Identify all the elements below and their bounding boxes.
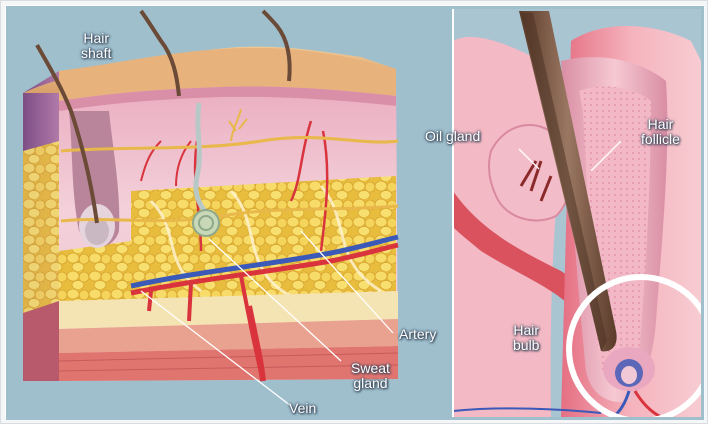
- hair-follicle-closeup: [453, 11, 708, 421]
- skin-cross-section-block: [23, 11, 398, 406]
- label-hair-follicle: Hair follicle: [641, 117, 680, 147]
- label-sweat-gland: Sweat gland: [351, 361, 390, 391]
- label-oil-gland: Oil gland: [425, 129, 480, 144]
- label-vein: Vein: [289, 401, 316, 416]
- label-hair-bulb: Hair bulb: [513, 323, 539, 353]
- label-artery: Artery: [399, 327, 436, 342]
- label-hair-shaft: Hair shaft: [81, 31, 111, 61]
